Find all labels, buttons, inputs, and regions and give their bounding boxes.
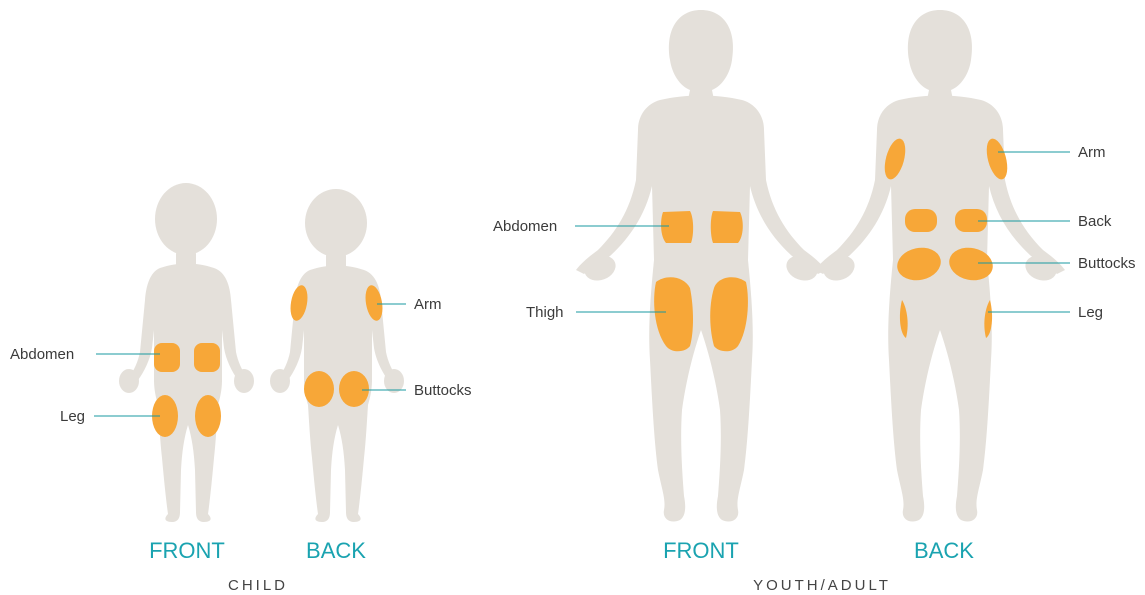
adult-back-back-left-site [905, 209, 937, 232]
adult-front-thigh-label: Thigh [526, 304, 564, 321]
adult-front-title: FRONT [663, 538, 739, 563]
child-back-buttocks-label: Buttocks [414, 382, 472, 399]
child-front-silhouette [119, 183, 254, 522]
child-front-abdomen-right-site [194, 343, 220, 372]
adult-front-silhouette [576, 10, 826, 522]
adult-back-title: BACK [914, 538, 974, 563]
adult-back-arm-label: Arm [1078, 144, 1106, 161]
child-back-silhouette [270, 189, 404, 522]
child-group-label: CHILD [228, 577, 288, 594]
child-back-figure [270, 189, 404, 522]
child-back-title: BACK [306, 538, 366, 563]
adult-group-label: YOUTH/ADULT [753, 577, 891, 594]
child-back-arm-label: Arm [414, 296, 442, 313]
adult-back-leg-label: Leg [1078, 304, 1103, 321]
adult-back-figure [815, 10, 1065, 522]
child-front-leg-right-site [195, 395, 221, 437]
child-back-buttock-right-site [339, 371, 369, 407]
adult-back-buttocks-label: Buttocks [1078, 255, 1136, 272]
child-front-figure [119, 183, 254, 522]
child-front-leg-label: Leg [60, 408, 85, 425]
child-front-abdomen-left-site [154, 343, 180, 372]
child-back-buttock-left-site [304, 371, 334, 407]
adult-front-abdomen-label: Abdomen [493, 218, 557, 235]
adult-front-abdomen-left-site [661, 211, 693, 243]
adult-front-figure [576, 10, 826, 522]
child-front-title: FRONT [149, 538, 225, 563]
child-front-abdomen-label: Abdomen [10, 346, 74, 363]
adult-front-abdomen-right-site [711, 211, 743, 243]
adult-back-back-label: Back [1078, 213, 1112, 230]
